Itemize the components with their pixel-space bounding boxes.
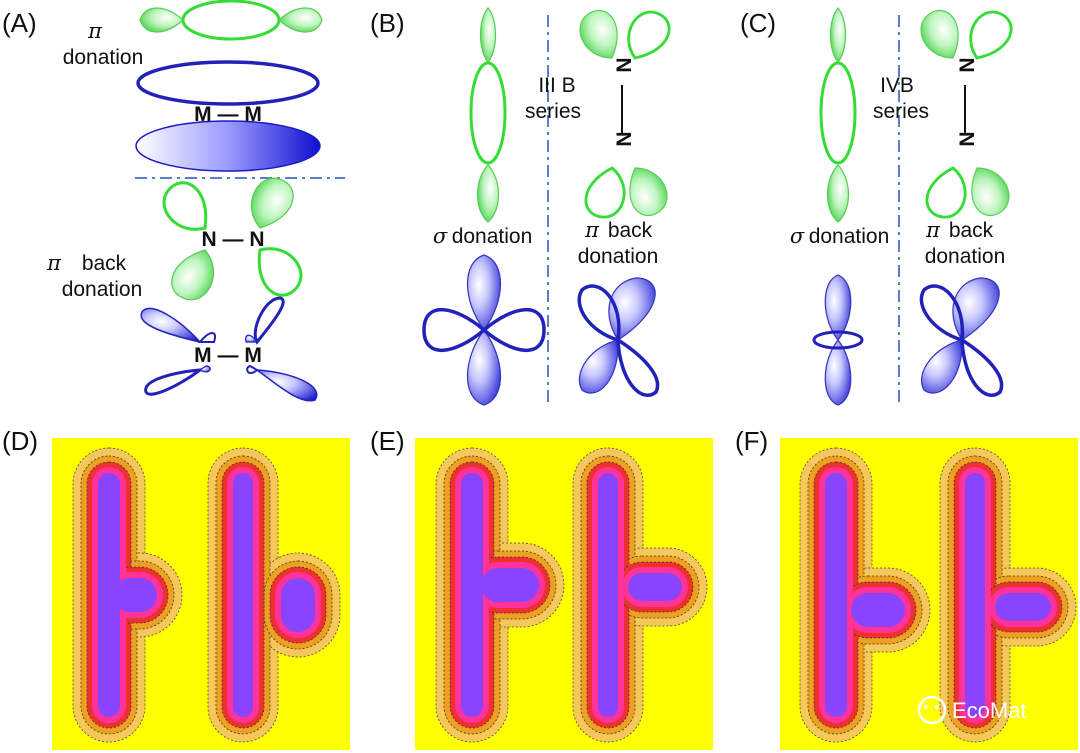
pi-back-label-b-line2: donation [578, 245, 659, 268]
pi-d-orbital-b [577, 277, 660, 397]
pi-symbol-a: π [87, 19, 103, 43]
sigma-donation-label-b: donation [452, 225, 533, 248]
series-label-b-line1: III B [538, 74, 575, 97]
sigma-symbol-c: σ [790, 224, 805, 248]
density-d-right [207, 447, 341, 743]
metal-bond-label-lower: M — M [194, 344, 262, 367]
sigma-donation-label-c: donation [809, 225, 890, 248]
pi-back-label-b-line1: back [608, 219, 653, 242]
watermark-text: EcoMat [952, 698, 1027, 723]
panel-a: (A) π donation M — M N — N π back donati… [2, 0, 345, 402]
dz2-orbital-c [812, 274, 864, 406]
metal-d-orbitals [140, 296, 318, 402]
pi-back-label-c-line2: donation [925, 245, 1006, 268]
series-label-b-line2: series [525, 100, 581, 123]
sigma-symbol-b: σ [433, 224, 448, 248]
panel-e-label: (E) [370, 426, 405, 456]
panel-c: (C) IVB series N N σ donation π back don… [740, 2, 1020, 406]
n2-bond-label: N — N [202, 228, 265, 251]
density-e-right [572, 447, 708, 743]
panel-a-label: (A) [2, 8, 37, 38]
density-e-left [435, 447, 565, 743]
atom-n-c-top: N [956, 57, 979, 72]
series-label-c-line1: IVB [880, 74, 914, 97]
panel-f-label: (F) [735, 426, 768, 456]
metal-orbital-hollow [136, 60, 320, 106]
density-d-left [72, 447, 183, 743]
atom-n-c-bottom: N [956, 131, 979, 146]
metal-orbital-filled [135, 120, 321, 172]
pi-back-label-line2: donation [62, 278, 143, 301]
n2-orbitals-b [573, 2, 678, 225]
pi-d-orbital-c [919, 277, 1004, 397]
pi-symbol-b: π [584, 218, 600, 242]
panel-d-label: (D) [2, 426, 38, 456]
atom-n-b-bottom: N [613, 131, 636, 146]
pi-donation-label: donation [63, 46, 144, 69]
pi-symbol-c: π [925, 218, 941, 242]
contour-density-maps [72, 447, 1077, 743]
series-label-c-line2: series [873, 100, 929, 123]
sigma-d-orbital-b [422, 254, 546, 406]
panel-b-label: (B) [370, 8, 405, 38]
sigma-donation-orbital-b [469, 7, 507, 223]
wechat-icon [917, 695, 947, 725]
pi-back-label-line1: back [82, 252, 127, 275]
pi-back-label-c-line1: back [949, 219, 994, 242]
metal-bond-label: M — M [194, 103, 262, 126]
panel-c-label: (C) [740, 8, 776, 38]
n2-orbitals-c [914, 2, 1020, 225]
sigma-donation-orbital-c [819, 7, 857, 223]
panel-b: (B) III B series N N σ donation π back d… [370, 2, 678, 406]
density-f-left [799, 447, 931, 743]
pi-symbol-a-back: π [46, 251, 62, 275]
density-f-right [939, 447, 1077, 743]
atom-n-b-top: N [613, 57, 636, 72]
watermark: EcoMat [917, 695, 1027, 725]
pi-donation-orbital [139, 0, 323, 41]
